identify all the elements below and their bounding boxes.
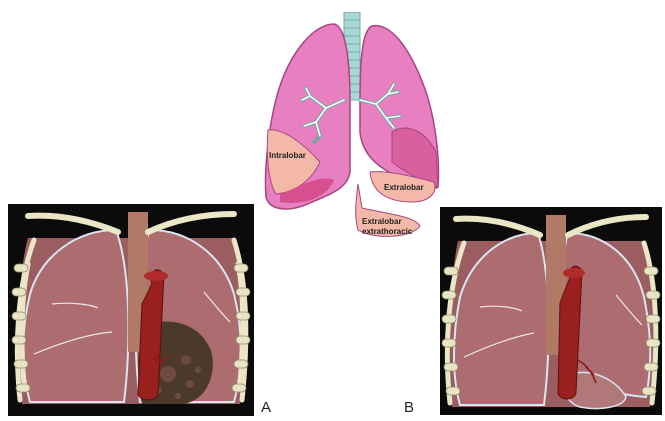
extrathoracic-label-line2: extrathoracic <box>362 227 413 236</box>
panel-b-illustration <box>440 207 662 415</box>
aortic-arch-top <box>563 268 585 278</box>
aortic-arch-top <box>144 271 168 281</box>
extrathoracic-label-line1: Extralobar <box>362 217 402 226</box>
extralobar-label: Extralobar <box>384 183 424 192</box>
intralobar-label: Intralobar <box>269 151 306 160</box>
panel-b-label: B <box>404 399 414 416</box>
panel-a-illustration <box>8 204 254 416</box>
panel-a-label: A <box>261 399 271 416</box>
lung-sequestration-schematic: Intralobar Extralobar Extralobar extrath… <box>262 12 444 244</box>
